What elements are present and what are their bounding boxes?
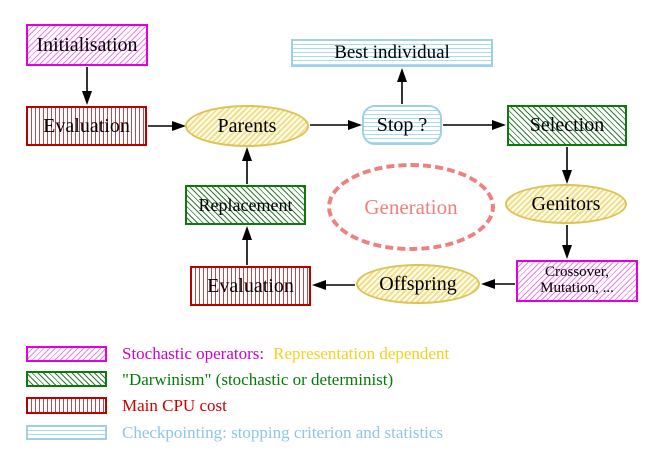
legend-label-main-cpu-cost: Main CPU cost [122, 396, 227, 415]
node-parents-label: Parents [217, 114, 277, 137]
node-offspring-label: Offspring [379, 272, 457, 295]
node-evaluation-top-label: Evaluation [43, 114, 130, 137]
legend-label-representation-dependent: Representation dependent [273, 344, 450, 363]
node-initialisation-label: Initialisation [36, 33, 138, 56]
legend-item-checkpointing: Checkpointing: stopping criterion and st… [122, 423, 443, 443]
node-generation-loop: Generation [327, 163, 495, 251]
arrow-parents-to-stop [310, 120, 362, 130]
node-best-individual: Best individual [291, 39, 493, 67]
node-genitors: Genitors [505, 184, 627, 224]
node-genitors-label: Genitors [531, 192, 601, 215]
legend-swatch-checkpointing [26, 425, 107, 440]
legend-swatch-darwinism [26, 371, 107, 387]
arrow-stop-to-best-individual [397, 68, 407, 104]
legend-label-checkpointing: Checkpointing: stopping criterion and st… [122, 423, 444, 442]
legend-item-darwinism: "Darwinism" (stochastic or determinist) [122, 370, 393, 390]
node-generation-label: Generation [364, 194, 458, 219]
arrow-selection-to-genitors [562, 147, 572, 184]
node-offspring: Offspring [356, 264, 480, 304]
node-selection-label: Selection [529, 114, 605, 136]
node-parents: Parents [185, 105, 309, 147]
node-replacement-label: Replacement [198, 194, 293, 215]
arrow-replacement-to-parents [242, 147, 252, 184]
node-crossover-mutation: Crossover, Mutation, ... [516, 260, 638, 302]
arrow-evaluation-to-parents [148, 121, 186, 131]
legend-item-main-cpu-cost: Main CPU cost [122, 396, 227, 416]
node-evaluation-top: Evaluation [26, 106, 147, 146]
arrow-initialisation-to-evaluation [82, 67, 92, 105]
legend-swatch-stochastic-operators [26, 346, 107, 362]
arrow-offspring-to-evaluation [312, 280, 355, 290]
node-initialisation: Initialisation [26, 24, 148, 66]
node-crossover-line1: Crossover, [545, 264, 609, 281]
legend-swatch-main-cpu-cost [26, 397, 107, 414]
node-stop: Stop ? [362, 105, 442, 145]
node-crossover-line2: Mutation, ... [540, 280, 614, 296]
legend-label-stochastic-operators: Stochastic operators: [122, 344, 265, 363]
arrow-stop-to-selection [443, 120, 506, 130]
node-best-individual-label: Best individual [334, 42, 450, 64]
arrow-evaluation-to-replacement [242, 226, 252, 265]
legend-item-stochastic-operators: Stochastic operators: Representation depe… [122, 344, 449, 364]
node-replacement: Replacement [185, 185, 306, 225]
arrow-genitors-to-crossover [562, 225, 572, 259]
node-evaluation-bottom-label: Evaluation [207, 274, 294, 297]
arrow-crossover-to-offspring [481, 279, 515, 289]
node-selection: Selection [507, 105, 627, 146]
node-evaluation-bottom: Evaluation [190, 266, 311, 306]
legend-label-darwinism: "Darwinism" (stochastic or determinist) [122, 370, 394, 389]
node-stop-label: Stop ? [376, 113, 428, 136]
